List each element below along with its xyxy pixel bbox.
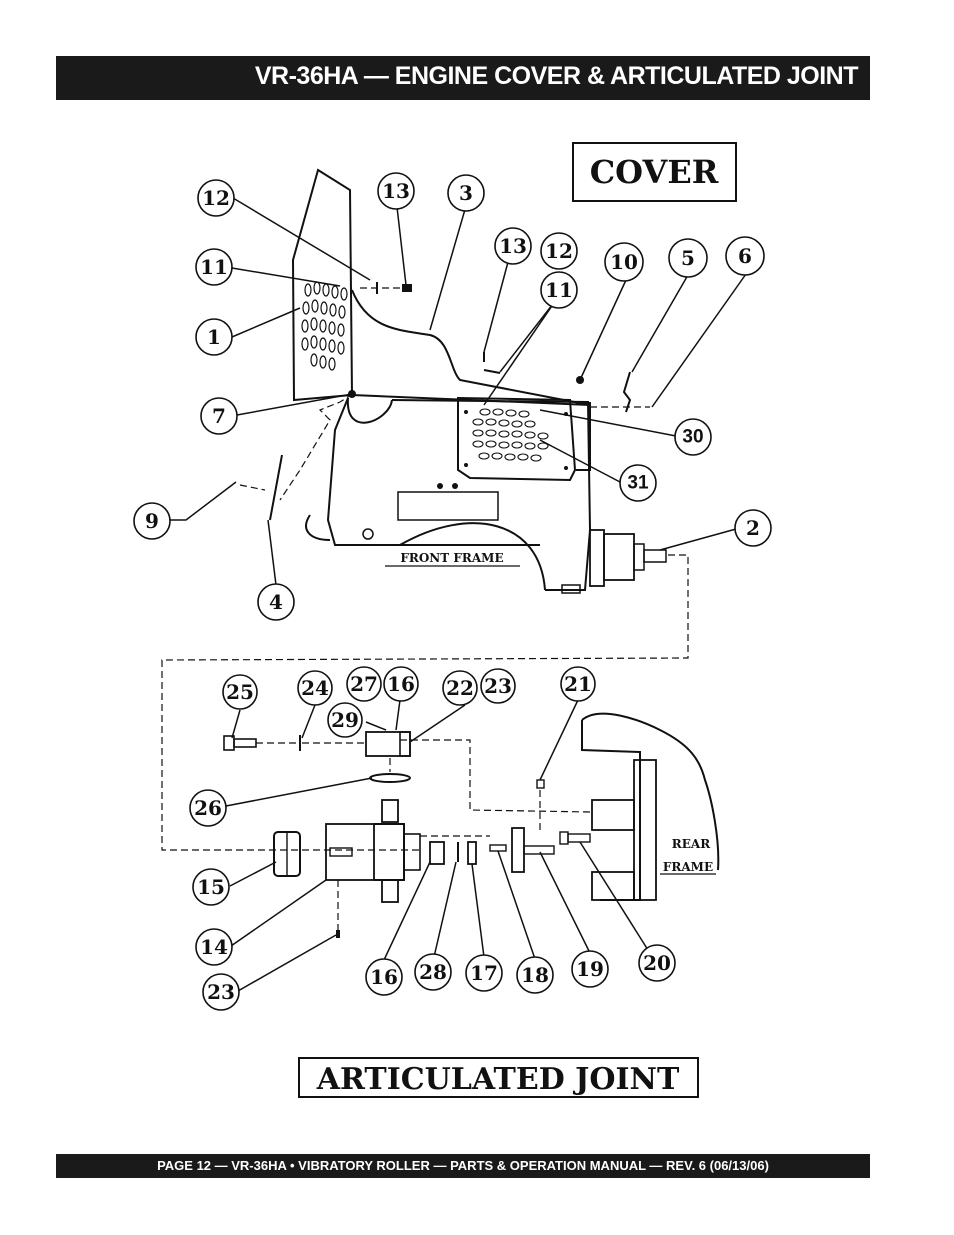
rear-label: REAR (672, 837, 711, 851)
callout-20: 20 (638, 944, 676, 982)
callout-1: 1 (195, 318, 233, 356)
svg-text:11: 11 (200, 255, 228, 279)
svg-text:7: 7 (212, 404, 226, 428)
callout-18: 18 (516, 956, 554, 994)
callout-29: 29 (327, 702, 363, 738)
callout-23: 23 (480, 668, 516, 704)
svg-text:23: 23 (484, 674, 512, 698)
callout-27: 27 (346, 666, 382, 702)
svg-text:12: 12 (545, 239, 573, 263)
svg-text:27: 27 (350, 672, 378, 696)
svg-text:29: 29 (331, 708, 359, 732)
callout-30: 30 (674, 418, 712, 456)
callout-22: 22 (442, 670, 478, 706)
callout-15: 15 (192, 868, 230, 906)
svg-text:3: 3 (459, 181, 473, 205)
callout-12: 12 (197, 179, 235, 217)
callout-31: 31 (619, 464, 657, 502)
svg-text:11: 11 (545, 278, 573, 302)
callout-6: 6 (725, 236, 765, 276)
svg-text:15: 15 (197, 875, 225, 899)
callout-13: 13 (377, 172, 415, 210)
svg-text:22: 22 (446, 676, 474, 700)
callout-24: 24 (297, 670, 333, 706)
callout-16: 16 (383, 666, 419, 702)
callout-4: 4 (257, 583, 295, 621)
callout-28: 28 (414, 953, 452, 991)
callout-23b: 23 (202, 973, 240, 1011)
svg-text:5: 5 (681, 246, 695, 270)
articulated-joint-label: ARTICULATED JOINT (316, 1062, 680, 1097)
svg-text:30: 30 (682, 427, 703, 448)
callout-19: 19 (571, 950, 609, 988)
callout-2: 2 (734, 509, 772, 547)
callout-25: 25 (222, 674, 258, 710)
callout-9: 9 (133, 502, 171, 540)
svg-text:4: 4 (269, 590, 283, 614)
footer-bar: PAGE 12 — VR-36HA • VIBRATORY ROLLER — P… (56, 1154, 870, 1178)
callout-3: 3 (447, 174, 485, 212)
callout-21: 21 (560, 666, 596, 702)
frame-label: FRAME (663, 860, 713, 874)
callout-11: 11 (195, 248, 233, 286)
svg-text:19: 19 (576, 957, 604, 981)
footer-text: PAGE 12 — VR-36HA • VIBRATORY ROLLER — P… (157, 1158, 769, 1173)
callout-14: 14 (195, 928, 233, 966)
callout-26: 26 (189, 789, 227, 827)
svg-text:2: 2 (746, 516, 760, 540)
articulated-joint-label-box: ARTICULATED JOINT (298, 1057, 699, 1098)
articulated-joint-drawing (223, 712, 720, 938)
svg-text:9: 9 (145, 509, 159, 533)
svg-text:26: 26 (194, 796, 222, 820)
callout-12b: 12 (540, 232, 578, 270)
page-title: VR-36HA — ENGINE COVER & ARTICULATED JOI… (254, 62, 859, 90)
svg-text:10: 10 (610, 250, 638, 274)
svg-text:16: 16 (370, 965, 398, 989)
front-frame-label: FRONT FRAME (400, 551, 503, 565)
callout-17: 17 (465, 954, 503, 992)
callout-10: 10 (604, 242, 644, 282)
svg-text:13: 13 (382, 179, 410, 203)
svg-text:31: 31 (627, 473, 649, 494)
callouts: 12 13 3 11 1 7 9 4 13 12 11 10 5 6 30 31… (133, 172, 772, 1011)
leader-lines (170, 197, 747, 992)
callout-16b: 16 (365, 958, 403, 996)
cover-label: COVER (590, 153, 719, 191)
svg-text:20: 20 (643, 951, 671, 975)
engine-cover-drawing (161, 168, 689, 851)
callout-11b: 11 (540, 271, 578, 309)
svg-text:18: 18 (521, 963, 549, 987)
svg-text:1: 1 (207, 325, 221, 349)
cover-label-box: COVER (572, 142, 737, 202)
svg-text:6: 6 (738, 244, 752, 268)
svg-text:24: 24 (301, 676, 329, 700)
svg-text:23: 23 (207, 980, 235, 1004)
callout-5: 5 (668, 238, 708, 278)
callout-7: 7 (200, 397, 238, 435)
svg-text:13: 13 (499, 234, 527, 258)
svg-text:21: 21 (564, 672, 592, 696)
svg-text:17: 17 (470, 961, 498, 985)
svg-text:12: 12 (202, 186, 230, 210)
svg-text:16: 16 (387, 672, 415, 696)
header-bar: VR-36HA — ENGINE COVER & ARTICULATED JOI… (56, 56, 870, 100)
callout-13b: 13 (494, 227, 532, 265)
svg-text:14: 14 (200, 935, 228, 959)
svg-text:28: 28 (419, 960, 447, 984)
svg-text:25: 25 (226, 680, 254, 704)
